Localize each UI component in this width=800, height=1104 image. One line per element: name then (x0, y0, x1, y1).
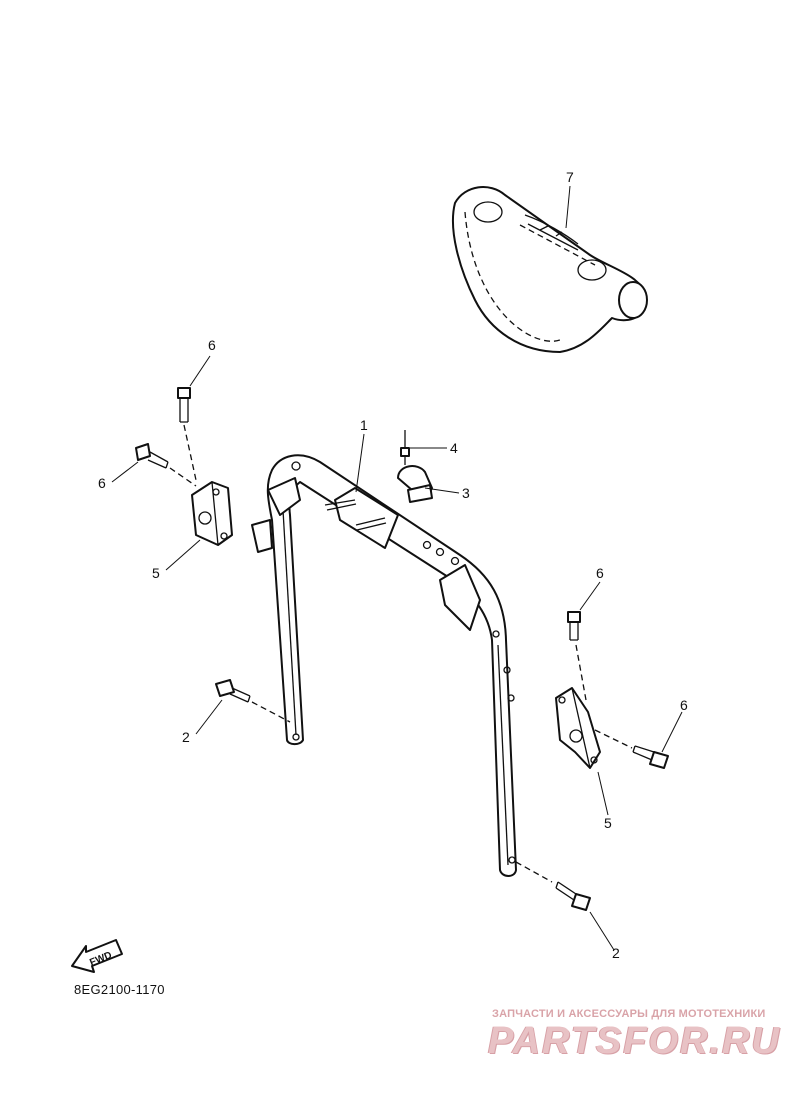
right-bracket (555, 687, 601, 769)
callout-1: 1 (360, 417, 368, 433)
cable-clamp (397, 465, 433, 503)
bolt-6-top-left (177, 387, 197, 481)
bolt-6-right (594, 729, 669, 769)
callout-5-right: 5 (604, 815, 612, 831)
callout-3: 3 (462, 485, 470, 501)
watermark-subtitle: ЗАПЧАСТИ И АКСЕССУАРЫ ДЛЯ МОТОТЕХНИКИ (492, 1008, 766, 1020)
callout-6-left: 6 (98, 475, 106, 491)
bolt-2-right (515, 861, 591, 911)
callout-6-right: 6 (680, 697, 688, 713)
clamp-screw (400, 430, 410, 465)
callout-5-left: 5 (152, 565, 160, 581)
left-bracket (191, 481, 233, 546)
watermark-brand: PARTSFOR.RU (488, 1020, 781, 1062)
drawing-reference-code: 8EG2100-1170 (74, 982, 165, 997)
callout-7: 7 (566, 169, 574, 185)
main-stay (251, 454, 517, 877)
callout-2-left: 2 (182, 729, 190, 745)
bolt-2-left (215, 679, 291, 723)
frame-studs (324, 499, 387, 531)
callout-6-top-left: 6 (208, 337, 216, 353)
fwd-arrow-icon: FWD (71, 939, 123, 973)
leader-lines (111, 185, 683, 951)
callout-2-right: 2 (612, 945, 620, 961)
handlebar-pad (451, 186, 648, 353)
callout-6-top-right: 6 (596, 565, 604, 581)
bolt-6-left (135, 443, 197, 487)
bolt-6-top-right (567, 611, 587, 701)
callout-4: 4 (450, 440, 458, 456)
callout-labels: 7 1 4 3 6 6 5 2 6 6 5 2 (98, 169, 688, 961)
